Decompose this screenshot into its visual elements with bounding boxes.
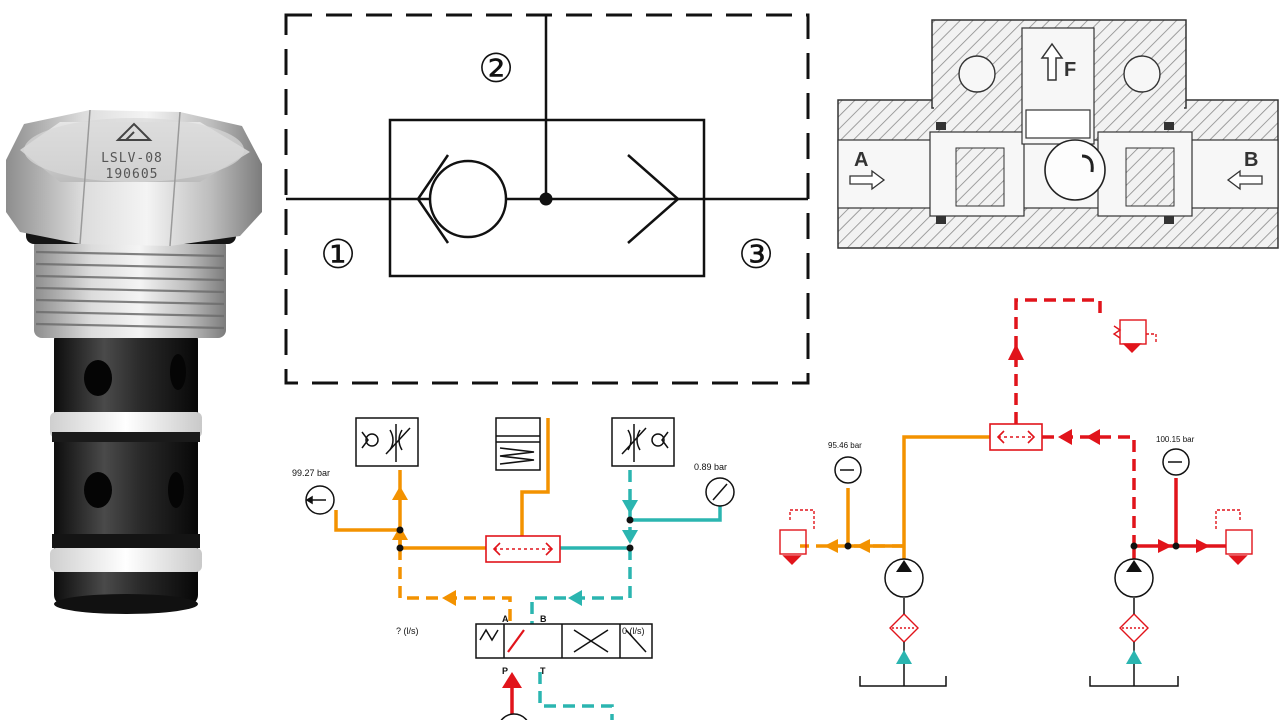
manufacturer-logo-icon [115, 122, 153, 141]
shuttle-valve-cross-section: F A B [837, 19, 1279, 249]
port-p: P [502, 666, 508, 676]
flow-arrow-left-icon [1226, 169, 1263, 191]
right-gauge-left-reading: 95.46 bar [828, 441, 862, 450]
valve-serial-text: 190605 [106, 167, 159, 182]
shuttle-valve-symbol: ② ① ③ [284, 13, 810, 385]
port-t: T [540, 666, 546, 676]
gauge-left-reading: 99.27 bar [292, 468, 330, 478]
port-1-label: ① [320, 233, 356, 277]
gauge-right-reading: 0.89 bar [694, 462, 727, 472]
force-up-arrow-icon [1040, 42, 1064, 81]
port-3-label: ③ [738, 233, 774, 277]
cross-section-ball [1044, 139, 1106, 201]
port-2-label: ② [478, 47, 514, 91]
force-label: F [1064, 59, 1076, 81]
port-a: A [502, 614, 509, 624]
port-b-label: B [1244, 149, 1258, 171]
cartridge-valve-photo: LSLV-08 190605 [6, 109, 262, 614]
port-b: B [540, 614, 547, 624]
flow-left-label: ? (l/s) [396, 626, 419, 636]
circuit-left: 99.27 bar 0.89 bar ? (l/s) 0 (l/s) A B P… [292, 417, 735, 720]
seat-left [416, 154, 450, 244]
circuit-right: 95.46 bar 100.15 bar [779, 298, 1253, 687]
flow-arrow-right-icon [849, 169, 886, 191]
flow-right-label: 0 (l/s) [622, 626, 645, 636]
pressure-gauge-icon [305, 477, 735, 515]
shuttle-ball [428, 159, 508, 239]
seat-right [627, 154, 680, 244]
right-gauge-right-reading: 100.15 bar [1156, 435, 1195, 444]
port-a-label: A [854, 149, 868, 171]
valve-model-text: LSLV-08 [101, 151, 163, 166]
